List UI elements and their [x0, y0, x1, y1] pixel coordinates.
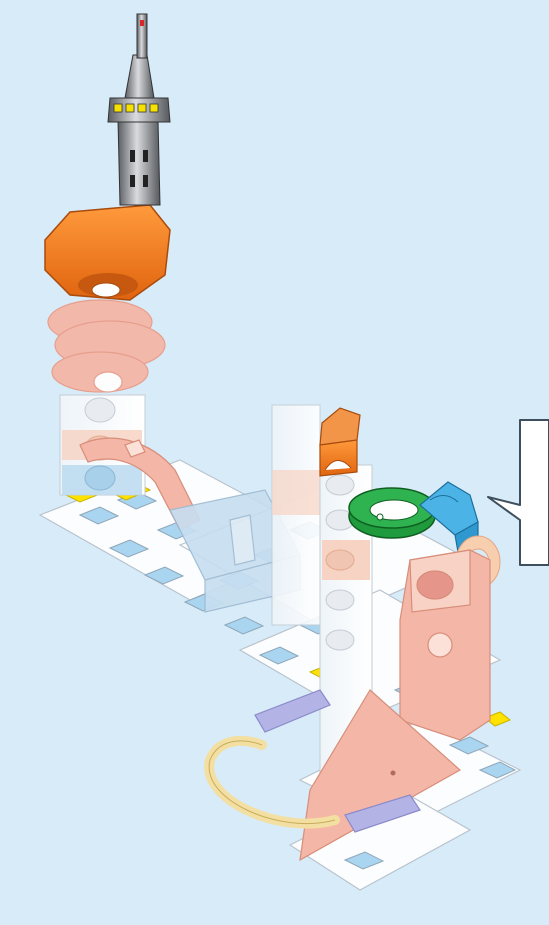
orange-funnel: [45, 205, 170, 300]
tower-spire: [108, 14, 170, 205]
green-ring: [349, 488, 435, 538]
callout-bubble: [488, 420, 549, 565]
pink-tower: [400, 550, 490, 740]
orange-cup: [320, 408, 360, 476]
back-pillar: [272, 405, 320, 625]
spiral-chute: [48, 300, 165, 392]
